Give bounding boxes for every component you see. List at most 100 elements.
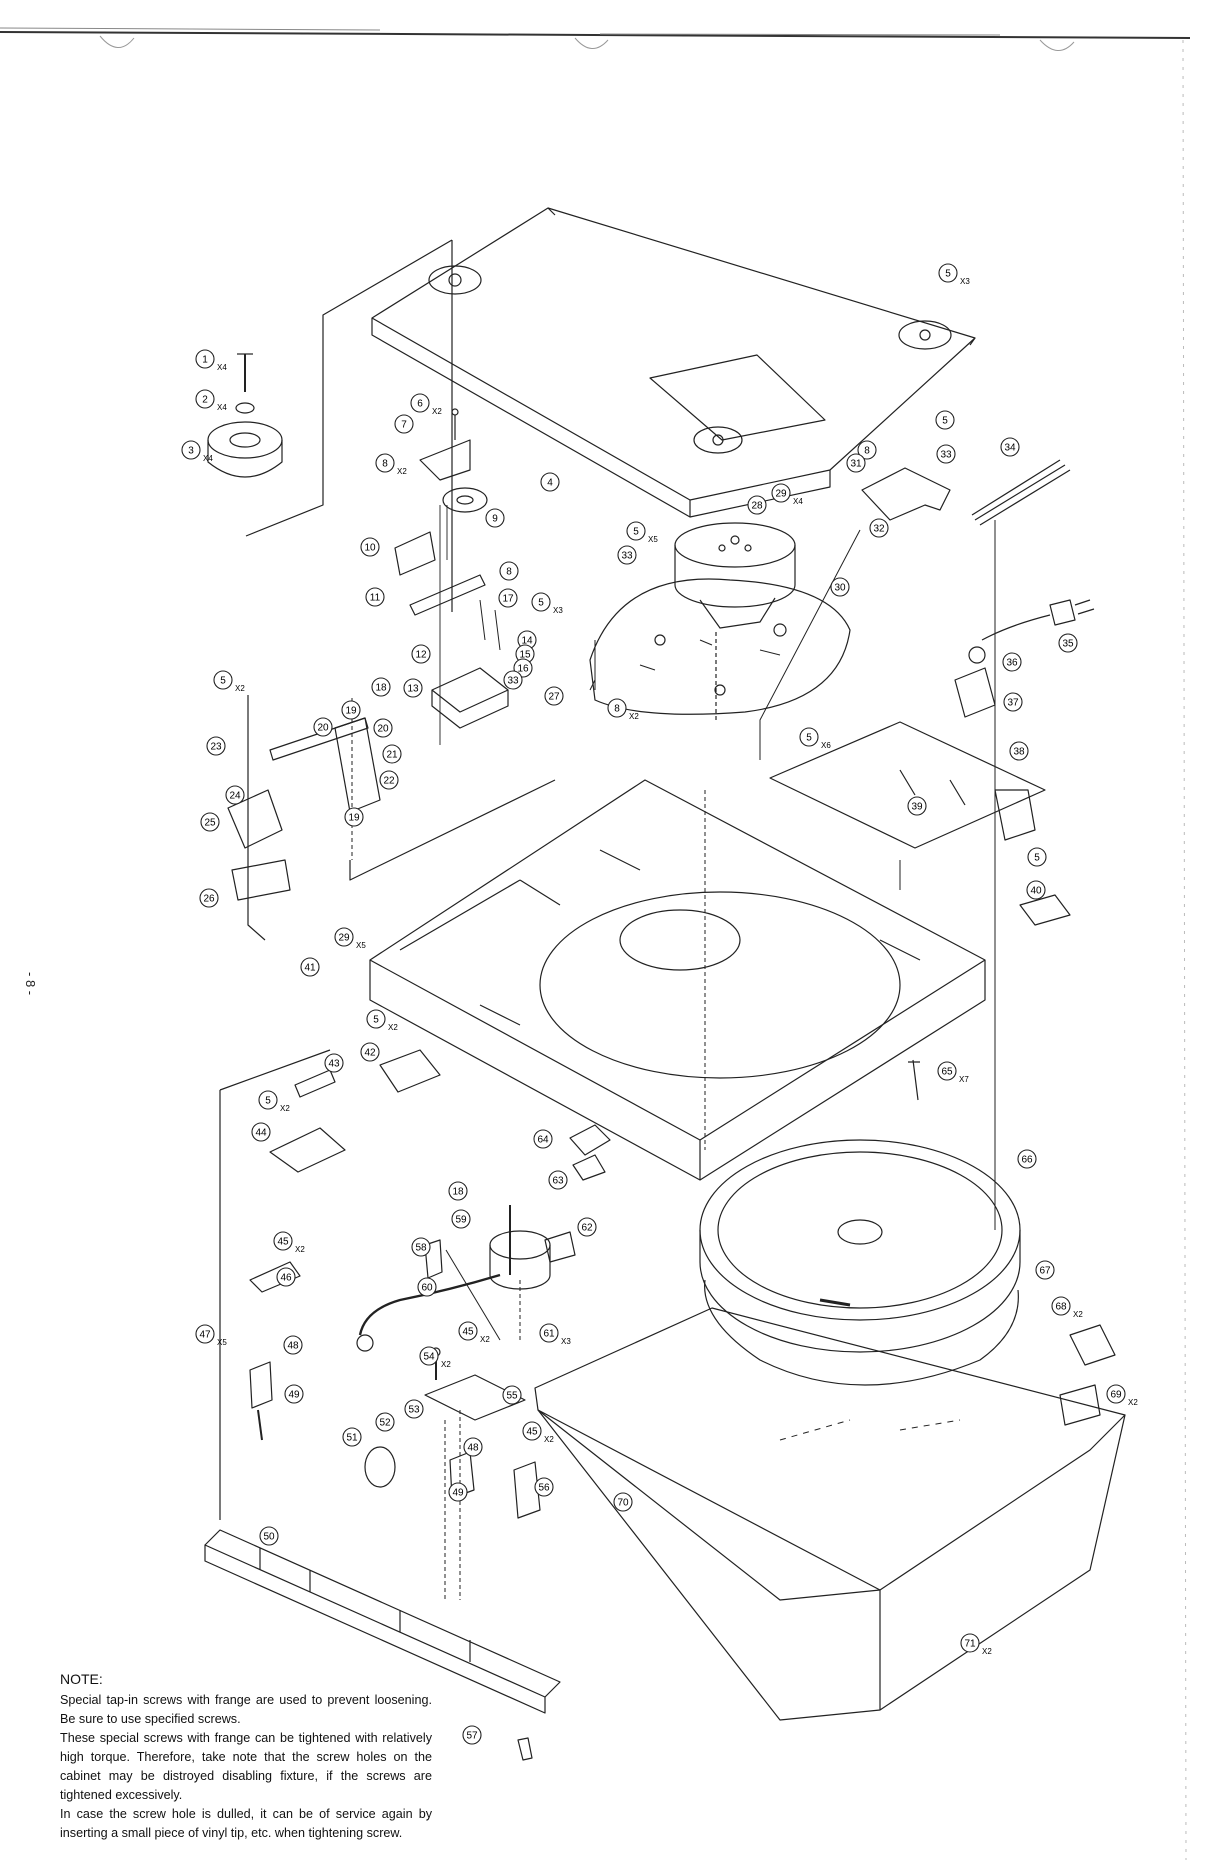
callout-circle	[276, 1267, 296, 1287]
callout-49: 49	[448, 1482, 468, 1502]
callout-number: 5	[373, 1015, 379, 1026]
callout-circle	[503, 670, 523, 690]
callout-quantity: X2	[432, 407, 442, 416]
callout-number: 56	[538, 1483, 550, 1494]
callout-number: 20	[317, 723, 329, 734]
callout-circle	[540, 472, 560, 492]
callout-circle	[935, 410, 955, 430]
callout-circle	[259, 1526, 279, 1546]
callout-13: 13	[403, 678, 423, 698]
bushing-part	[968, 646, 986, 664]
callout-circle	[365, 587, 385, 607]
callout-10: 10	[360, 537, 380, 557]
callout-50: 50	[259, 1526, 279, 1546]
callout-number: 24	[229, 791, 241, 802]
callout-1: 1X4	[195, 349, 227, 372]
power-cord-part	[981, 599, 1095, 641]
callout-number: 49	[452, 1488, 464, 1499]
callout-number: 45	[526, 1427, 538, 1438]
dust-cover-part	[534, 1307, 1126, 1721]
callout-3: 3X4	[181, 440, 213, 463]
callout-circle	[366, 1009, 386, 1029]
callout-number: 66	[1021, 1155, 1033, 1166]
callout-number: 48	[287, 1341, 299, 1352]
callout-number: 33	[940, 450, 952, 461]
callout-number: 18	[375, 683, 387, 694]
callout-number: 16	[517, 664, 529, 675]
callout-number: 5	[945, 269, 951, 280]
callout-circle	[382, 744, 402, 764]
callout-circle	[1026, 880, 1046, 900]
callout-number: 25	[204, 818, 216, 829]
callout-circle	[360, 1042, 380, 1062]
callout-number: 5	[265, 1096, 271, 1107]
callout-49: 49	[284, 1384, 304, 1404]
callout-circle	[344, 807, 364, 827]
callout-number: 15	[519, 650, 531, 661]
callout-number: 5	[1034, 853, 1040, 864]
foot-part	[207, 353, 283, 478]
callout-circle	[199, 888, 219, 908]
callout-number: 7	[401, 420, 407, 431]
cueing-parts	[249, 1261, 541, 1600]
callout-quantity: X2	[1073, 1310, 1083, 1319]
callout-28: 28	[747, 495, 767, 515]
callout-number: 37	[1007, 698, 1019, 709]
callout-7: 7	[394, 414, 414, 434]
callout-quantity: X4	[217, 403, 227, 412]
callout-5: 5X5	[626, 521, 658, 544]
callout-quantity: X2	[480, 1335, 490, 1344]
callout-circle	[410, 393, 430, 413]
chassis-part	[369, 779, 986, 1181]
callout-circle	[411, 1237, 431, 1257]
callout-30: 30	[830, 577, 850, 597]
callout-number: 35	[1062, 639, 1074, 650]
callout-number: 8	[382, 459, 388, 470]
hinge-part	[269, 1127, 346, 1173]
callout-quantity: X3	[960, 277, 970, 286]
callout-number: 19	[345, 706, 357, 717]
callout-number: 57	[466, 1731, 478, 1742]
callout-quantity: X5	[648, 535, 658, 544]
callout-number: 47	[199, 1330, 211, 1341]
hinge-part	[379, 1049, 441, 1093]
callout-18: 18	[448, 1181, 468, 1201]
callout-circle	[534, 1477, 554, 1497]
note-block: NOTE: Special tap-in screws with frange …	[60, 1670, 432, 1843]
callout-quantity: X2	[235, 684, 245, 693]
callout-5: 5X2	[366, 1009, 398, 1032]
callout-number: 61	[543, 1329, 555, 1340]
callout-19: 19	[344, 807, 364, 827]
callout-quantity: X5	[356, 941, 366, 950]
callout-number: 8	[864, 446, 870, 457]
callout-circle	[284, 1384, 304, 1404]
callout-23: 23	[206, 736, 226, 756]
callout-circle	[938, 263, 958, 283]
callout-43: 43	[324, 1053, 344, 1073]
callout-circle	[195, 349, 215, 369]
callout-20: 20	[313, 717, 333, 737]
callout-circle	[225, 785, 245, 805]
callout-6: 6X2	[410, 393, 442, 416]
callout-59: 59	[451, 1209, 471, 1229]
callout-circle	[577, 1217, 597, 1237]
callout-number: 50	[263, 1532, 275, 1543]
callout-64: 64	[533, 1129, 553, 1149]
callout-quantity: X2	[544, 1435, 554, 1444]
callout-number: 29	[338, 933, 350, 944]
callout-number: 58	[415, 1243, 427, 1254]
callout-70: 70	[613, 1492, 633, 1512]
callout-circle	[195, 1324, 215, 1344]
hinge-part	[569, 1124, 611, 1156]
callout-number: 68	[1055, 1302, 1067, 1313]
callout-11: 11	[365, 587, 385, 607]
callout-24: 24	[225, 785, 245, 805]
callout-31: 31	[846, 453, 866, 473]
page-number: - 8 -	[23, 972, 38, 996]
callout-number: 69	[1110, 1390, 1122, 1401]
